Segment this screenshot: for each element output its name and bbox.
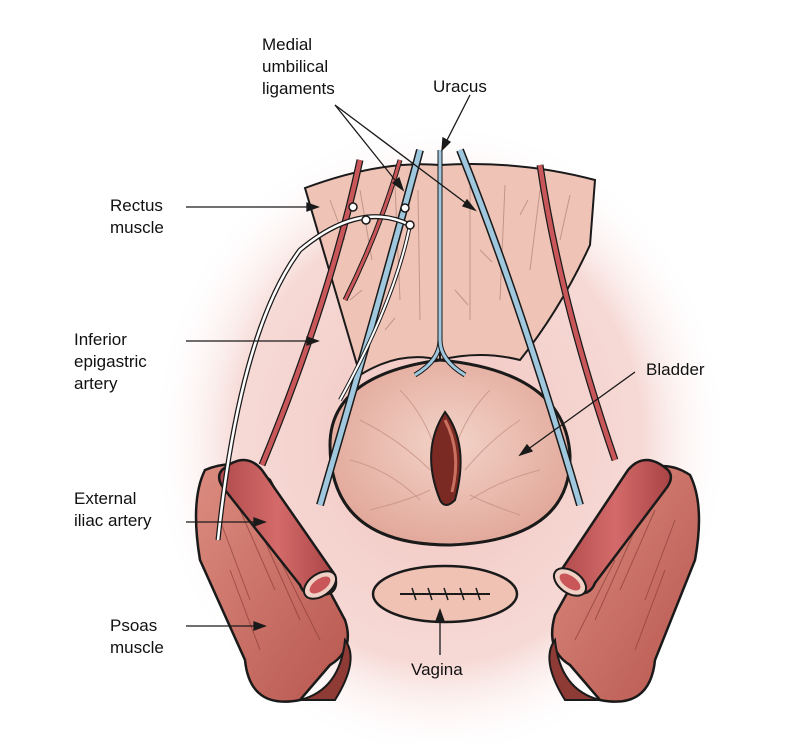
- vagina: [371, 564, 519, 624]
- label-inferior-epigastric-artery: Inferior epigastric artery: [74, 329, 147, 395]
- label-line: artery: [74, 374, 118, 393]
- label-rectus-muscle: Rectus muscle: [110, 195, 164, 239]
- label-bladder: Bladder: [646, 359, 705, 381]
- label-line: Vagina: [411, 660, 463, 679]
- label-medial-umbilical-ligaments: Medial umbilical ligaments: [262, 34, 335, 100]
- label-line: iliac artery: [74, 511, 152, 530]
- label-external-iliac-artery: External iliac artery: [74, 488, 151, 532]
- rectus-muscle: [303, 163, 597, 377]
- label-vagina: Vagina: [411, 659, 463, 681]
- medial-umbilical-ligaments: [316, 148, 584, 507]
- label-uracus: Uracus: [433, 76, 487, 98]
- label-line: Inferior: [74, 330, 127, 349]
- label-line: Rectus: [110, 196, 163, 215]
- label-line: ligaments: [262, 79, 335, 98]
- label-line: umbilical: [262, 57, 329, 76]
- label-line: Psoas: [110, 616, 158, 635]
- label-line: muscle: [110, 218, 164, 237]
- ligature-knots: [348, 202, 415, 230]
- psoas-muscle-left: [194, 463, 352, 703]
- inferior-epigastric-arteries: [258, 159, 619, 467]
- label-line: Uracus: [433, 77, 487, 96]
- external-iliac-artery-right: [552, 458, 673, 597]
- label-psoas-muscle: Psoas muscle: [110, 615, 164, 659]
- label-line: External: [74, 489, 137, 508]
- leader-lines: [186, 94, 636, 655]
- external-iliac-artery-left: [217, 458, 338, 600]
- label-line: muscle: [110, 638, 164, 657]
- bladder: [328, 358, 572, 547]
- label-line: Medial: [262, 35, 313, 54]
- label-line: epigastric: [74, 352, 147, 371]
- label-line: Bladder: [646, 360, 705, 379]
